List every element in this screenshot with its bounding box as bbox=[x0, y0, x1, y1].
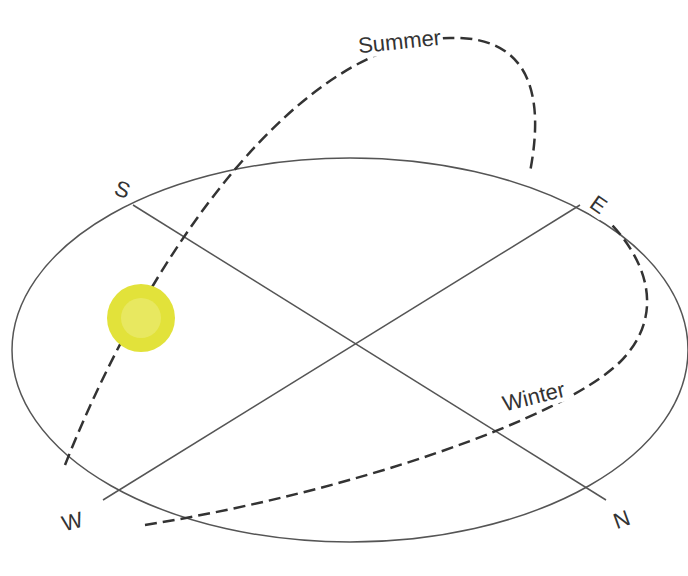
sun bbox=[107, 284, 175, 352]
season-label: Summer bbox=[355, 26, 444, 59]
winter-path bbox=[145, 225, 647, 525]
compass-label: E bbox=[583, 190, 612, 220]
compass-label: W bbox=[57, 507, 87, 537]
horizon-ellipse bbox=[12, 158, 688, 542]
south-north-line bbox=[133, 205, 606, 500]
season-label: Winter bbox=[498, 377, 569, 417]
sun-core bbox=[121, 298, 161, 338]
compass-label: S bbox=[109, 176, 135, 205]
compass-label: N bbox=[609, 505, 636, 534]
summer-path bbox=[65, 38, 535, 465]
